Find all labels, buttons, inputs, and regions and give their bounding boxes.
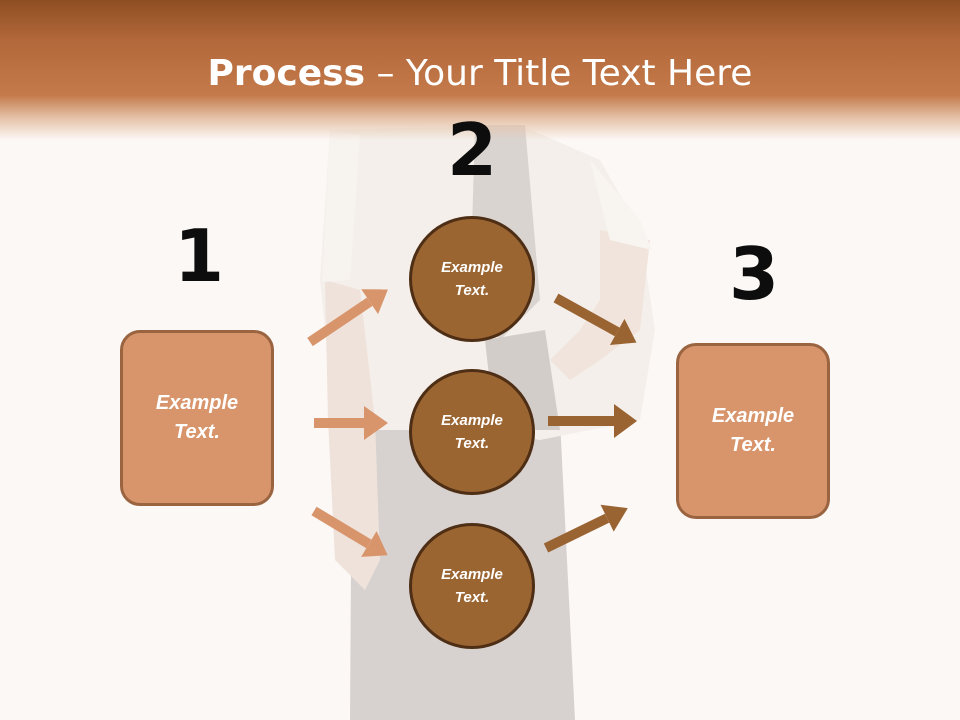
title-rest: – Your Title Text Here [365,53,753,94]
arrow-right-lower [543,504,628,553]
step1-box[interactable]: Example Text. [120,330,274,506]
step-number-1: 1 [173,214,225,298]
step2-circle-top-text: Example Text. [441,259,503,299]
step2-circle-middle[interactable]: Example Text. [409,369,535,495]
title-bold: Process [207,53,366,94]
arrow-right-middle [548,404,637,438]
step2-circle-middle-text: Example Text. [441,412,503,452]
step-number-2: 2 [446,108,498,192]
slide-title: Process – Your Title Text Here [0,52,960,96]
header-band [0,0,960,140]
step2-circle-bottom[interactable]: Example Text. [409,523,535,649]
step3-text: Example Text. [711,405,795,456]
arrows-left [307,289,388,557]
step1-text: Example Text. [155,392,239,443]
arrows-right [543,293,637,553]
step-number-3: 3 [728,232,780,316]
arrow-left-upper [307,289,388,347]
step3-box[interactable]: Example Text. [676,343,830,519]
step2-circle-bottom-text: Example Text. [441,566,503,606]
arrow-right-upper [553,293,637,346]
step2-circle-top[interactable]: Example Text. [409,216,535,342]
arrow-left-lower [311,506,388,557]
arrow-left-middle [314,406,388,440]
